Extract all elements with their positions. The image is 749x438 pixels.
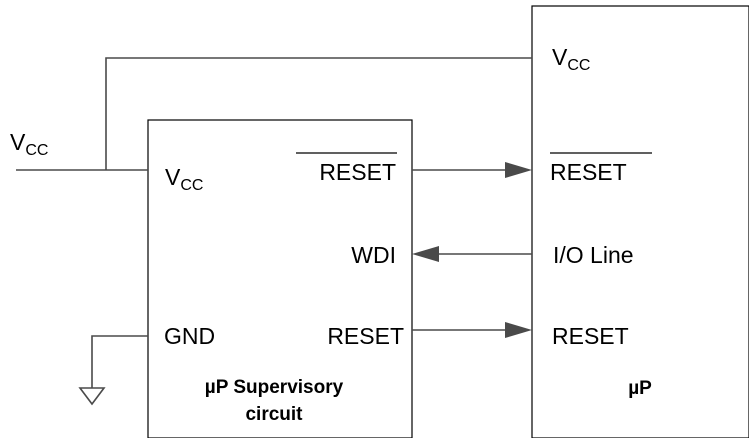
supervisor-title-line1: µP Supervisory	[205, 377, 344, 398]
processor-reset-bar-pin-label: RESET	[550, 159, 627, 185]
processor-title: µP	[628, 378, 652, 399]
processor-io-pin-label: I/O Line	[553, 242, 634, 268]
reset-arrow	[505, 322, 532, 338]
supervisor-block	[147, 119, 413, 438]
reset-bar-arrow	[505, 162, 532, 178]
ground-symbol-icon	[78, 387, 106, 406]
microprocessor-block	[531, 5, 749, 438]
processor-vcc-pin-label: VCC	[552, 44, 590, 74]
supervisor-reset-bar-pin-label: RESET	[319, 159, 396, 185]
vcc-to-processor-wire	[105, 57, 532, 170]
gnd-wire	[91, 335, 148, 388]
supervisor-wdi-pin-label: WDI	[351, 242, 396, 268]
supervisor-title-line2: circuit	[245, 404, 303, 425]
wdi-arrow	[412, 246, 439, 262]
processor-reset-pin-label: RESET	[552, 323, 629, 349]
supervisor-vcc-pin-label: VCC	[165, 164, 203, 194]
supervisor-gnd-pin-label: GND	[164, 323, 215, 349]
vcc-supply-label: VCC	[10, 129, 48, 159]
supervisor-reset-pin-label: RESET	[327, 323, 404, 349]
